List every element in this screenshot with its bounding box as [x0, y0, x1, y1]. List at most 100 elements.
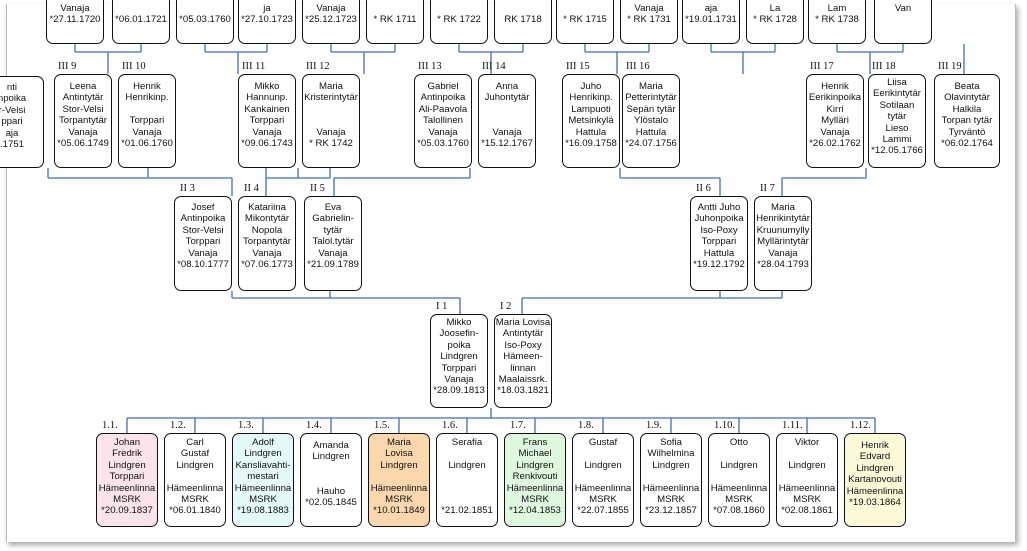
generation-label: I 2: [500, 301, 512, 312]
person-text-line: Viktor: [794, 437, 820, 448]
person-text-line: * RK 1742: [309, 138, 353, 150]
person-text-line: *27.10.1723: [241, 14, 293, 26]
person-text-line: Torpantytär: [59, 115, 107, 127]
person-text-line: MSRK: [385, 494, 413, 506]
person-text-line: Hannunp.: [246, 92, 288, 104]
person-text-line: Hämeenlinna: [710, 482, 768, 494]
person-text-line: [777, 471, 837, 482]
person-text-line: Joosefin-: [439, 328, 479, 340]
person-text-line: Mikko: [254, 81, 280, 92]
person-text-line: Hämeenlinna: [166, 482, 224, 494]
person-text-line: [709, 448, 769, 459]
ancestor-box-gen4[interactable]: Lam* RK 1738: [808, 0, 866, 44]
person-text-line: Juho: [580, 81, 602, 92]
person-text-line: linnan: [510, 362, 536, 374]
person-text-line: MSRK: [521, 494, 549, 506]
person-text-line: Lindgren: [440, 351, 478, 363]
person-text-line: [431, 3, 487, 14]
person-text-line: Lindgren: [584, 459, 622, 471]
person-text-line: Tyrväntö: [948, 126, 986, 138]
ancestor-box-gen4[interactable]: * RK 1722: [430, 0, 488, 44]
person-text-line: Kankainen: [244, 103, 290, 115]
person-text-line: Hämeenlinna: [370, 482, 428, 494]
person-text-line: Van: [894, 3, 912, 14]
person-text-line: Lammi: [882, 134, 912, 146]
ancestor-box-gen4[interactable]: * RK 1711: [366, 0, 424, 44]
person-text-line: Eva: [324, 202, 342, 213]
person-text-line: Liisa: [887, 77, 907, 88]
person-text-line: *22.07.1855: [577, 505, 629, 517]
person-text-line: Lindgren: [652, 459, 690, 471]
ancestor-box-gen4[interactable]: * RK 1715: [556, 0, 614, 44]
person-text-line: Hämeenlinna: [98, 482, 156, 494]
person-text-line: Vanaja: [444, 374, 474, 386]
person-text-line: Petterintytär: [625, 92, 677, 104]
generation-label: III 9: [58, 61, 77, 72]
ancestor-box-gen4[interactable]: Vanaja*25.12.1723: [302, 0, 360, 44]
generation-label: III 16: [626, 61, 650, 72]
child-box[interactable]: Serafia Lindgren *21.02.1851: [436, 433, 498, 527]
generation-label: III 12: [306, 61, 330, 72]
person-text-line: *05.03.1760: [417, 138, 469, 150]
ancestor-box-gen4[interactable]: La* RK 1728: [746, 0, 804, 44]
person-text-line: Michael: [518, 448, 552, 460]
person-text-line: Ylöstalo: [633, 115, 669, 127]
person-text-line: *12.04.1853: [509, 505, 561, 517]
person-text-line: Torppari: [129, 115, 165, 127]
person-text-line: Mylläri: [821, 115, 849, 127]
person-text-line: Kristerintytär: [304, 92, 358, 104]
person-text-line: Sofia: [660, 437, 682, 448]
person-text-line: Stor-Velsi: [62, 103, 104, 115]
person-text-line: Lindgren: [856, 462, 894, 474]
person-text-line: *07.08.1860: [713, 505, 765, 517]
ancestor-box-gen4[interactable]: ja*27.10.1723: [238, 0, 296, 44]
ancestor-box-gen4[interactable]: *06.01.1721: [112, 0, 170, 44]
person-text-line: [369, 471, 429, 482]
person-text-line: Hattula: [635, 126, 667, 138]
ancestor-box-gen4[interactable]: Vanaja*27.11.1720: [46, 0, 104, 44]
ancestor-box-gen4[interactable]: RK 1718: [494, 0, 552, 44]
generation-label: 1.7.: [510, 420, 526, 431]
ancestor-box-gen4[interactable]: Van: [874, 0, 932, 44]
person-text-line: Kirri: [826, 103, 844, 115]
person-text-line: Maria: [771, 202, 795, 213]
generation-label: 1.6.: [442, 420, 458, 431]
generation-label: 1.4.: [306, 420, 322, 431]
ancestor-box-gen4[interactable]: aja*19.01.1731: [682, 0, 740, 44]
ancestor-box-gen4[interactable]: *05.03.1760: [176, 0, 234, 44]
person-text-line: Amanda: [313, 440, 349, 451]
person-text-line: Metsinkylä: [568, 115, 614, 127]
person-text-line: *21.09.1789: [307, 259, 359, 271]
ancestor-box-gen4[interactable]: Vanaja* RK 1731: [620, 0, 678, 44]
